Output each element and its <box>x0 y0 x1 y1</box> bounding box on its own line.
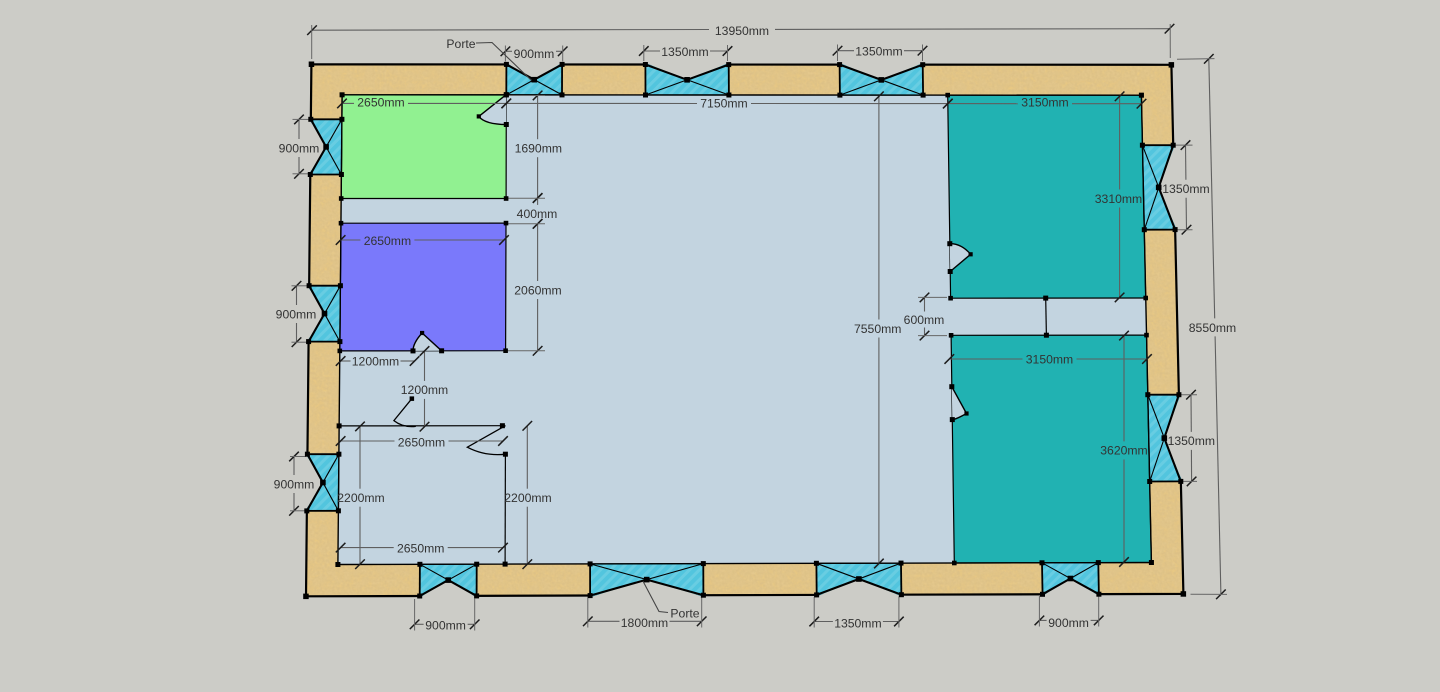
svg-text:900mm: 900mm <box>274 477 315 491</box>
svg-text:400mm: 400mm <box>517 207 558 221</box>
svg-text:2200mm: 2200mm <box>337 491 384 505</box>
svg-text:2200mm: 2200mm <box>504 491 551 505</box>
svg-text:2650mm: 2650mm <box>357 96 404 110</box>
svg-text:1690mm: 1690mm <box>515 142 562 156</box>
svg-text:7150mm: 7150mm <box>700 97 747 111</box>
svg-text:1350mm: 1350mm <box>855 45 902 59</box>
svg-text:1350mm: 1350mm <box>1168 434 1215 448</box>
svg-text:1350mm: 1350mm <box>661 45 708 59</box>
svg-text:1800mm: 1800mm <box>621 616 668 630</box>
svg-text:1350mm: 1350mm <box>1162 182 1209 196</box>
svg-text:3620mm: 3620mm <box>1100 444 1147 458</box>
svg-text:2650mm: 2650mm <box>398 435 445 449</box>
svg-text:2650mm: 2650mm <box>364 234 411 248</box>
svg-text:900mm: 900mm <box>1048 616 1089 630</box>
svg-text:Porte: Porte <box>446 37 475 51</box>
svg-text:Porte: Porte <box>670 606 699 620</box>
svg-text:3310mm: 3310mm <box>1095 192 1142 206</box>
svg-text:3150mm: 3150mm <box>1026 352 1073 366</box>
svg-text:8550mm: 8550mm <box>1189 321 1236 335</box>
svg-text:7550mm: 7550mm <box>854 322 901 336</box>
svg-text:900mm: 900mm <box>279 141 320 155</box>
svg-text:2060mm: 2060mm <box>514 283 561 297</box>
svg-text:900mm: 900mm <box>425 618 466 632</box>
svg-text:1200mm: 1200mm <box>352 355 399 369</box>
svg-text:2650mm: 2650mm <box>397 542 444 556</box>
svg-text:3150mm: 3150mm <box>1021 96 1068 110</box>
svg-text:1200mm: 1200mm <box>401 383 448 397</box>
svg-text:900mm: 900mm <box>276 307 317 321</box>
svg-text:13950mm: 13950mm <box>715 24 769 38</box>
svg-text:1350mm: 1350mm <box>834 616 881 630</box>
svg-text:900mm: 900mm <box>514 47 555 61</box>
svg-text:600mm: 600mm <box>904 313 945 327</box>
